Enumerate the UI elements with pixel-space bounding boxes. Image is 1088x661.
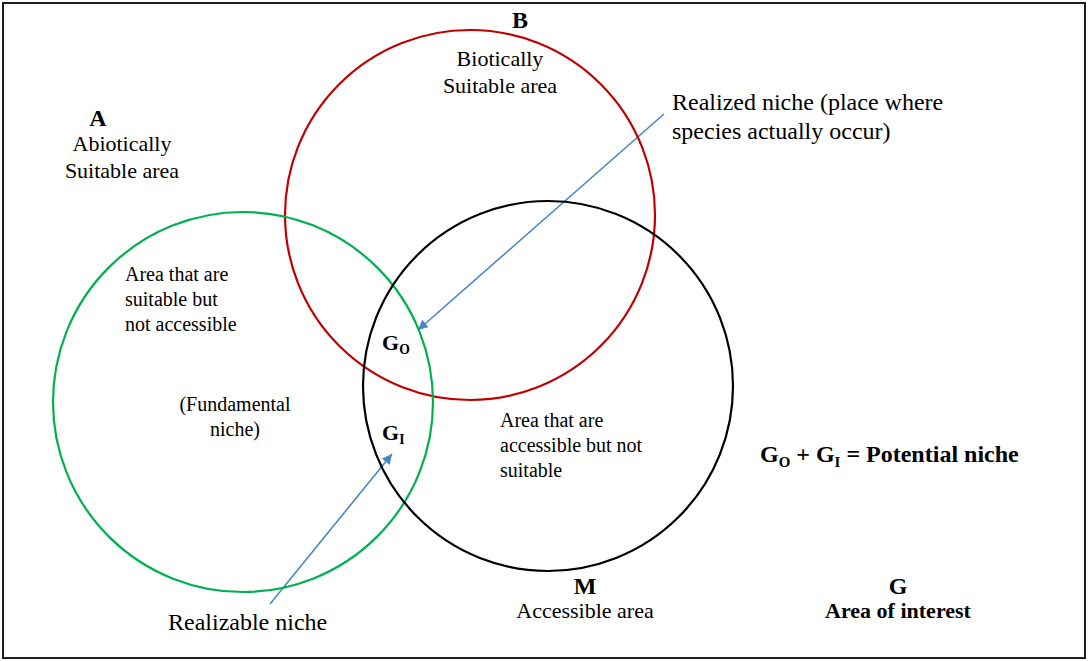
text-part: Realized niche (place where species actu… [672,89,943,144]
region-letter: A [78,104,118,133]
text-part: Abiotically Suitable area [65,131,179,183]
circle-outline [285,30,655,400]
text-part: M [574,573,597,599]
accessible-circle: MAccessible areaArea that are accessible… [363,201,733,571]
region-name: Biotically Suitable area [430,45,570,99]
equation-note: GO + GI = Potential niche [760,440,1019,469]
region-note: Area that are accessible but not suitabl… [500,408,655,483]
text-part: Realizable niche [168,609,327,635]
text-part: Accessible area [516,598,653,623]
text-part: G [889,573,908,599]
region-name: Accessible area [485,598,685,624]
region-letter: M [565,572,605,601]
text-part: (Fundamental niche) [179,393,290,440]
circle-outline [53,212,433,592]
callout-text: Realizable niche [168,608,327,637]
circle-outline [363,201,733,571]
region-name: Abiotically Suitable area [52,130,192,184]
text-part: + G [790,441,834,467]
text-part: = Potential niche [840,441,1018,467]
text-part: G [382,330,399,355]
text-part: A [89,105,106,131]
callout-text: Realized niche (place where species actu… [672,88,992,146]
subscript: I [399,432,404,447]
circle-outline [363,201,733,571]
subscript: O [779,454,791,470]
text-part: Area of interest [825,598,971,623]
region-note: (Fundamental niche) [170,392,300,442]
region-name: Area of interest [788,598,1008,624]
text-part: Biotically Suitable area [443,46,557,98]
leader-arrow [418,114,664,330]
region-letter: G [878,572,918,601]
region-symbol: GO [382,330,410,356]
text-part: B [512,7,528,33]
text-part: G [760,441,779,467]
abiotic-circle: AAbiotically Suitable areaArea that are … [53,212,433,592]
biotic-circle: BBiotically Suitable area [285,30,655,400]
region-letter: B [500,6,540,35]
leader-arrow [270,454,392,604]
region-note: Area that are suitable but not accessibl… [125,262,242,337]
text-part: G [382,420,399,445]
subscript: I [835,454,841,470]
region-symbol: GI [382,420,404,446]
text-part: Area that are suitable but not accessibl… [125,263,237,335]
subscript: O [399,342,410,357]
text-part: Area that are accessible but not suitabl… [500,409,642,481]
